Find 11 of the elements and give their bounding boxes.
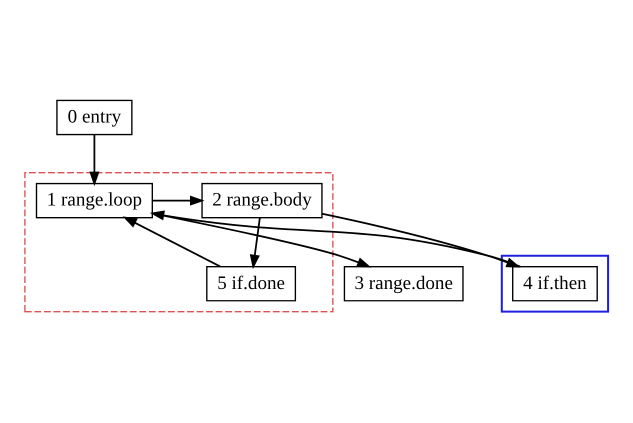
cluster xyxy=(500,254,610,313)
node-box: 3 range.done xyxy=(344,266,464,302)
arrow xyxy=(152,196,204,206)
arrow xyxy=(122,216,220,268)
node-box: 5 if.done xyxy=(206,266,296,302)
arrow xyxy=(89,134,100,186)
arrow xyxy=(250,218,261,270)
node-box: 4 if.then xyxy=(512,266,598,302)
node-box: 1 range.loop xyxy=(36,182,153,218)
node-box: 2 range.body xyxy=(201,182,323,218)
node-box: 0 entry xyxy=(56,100,133,136)
